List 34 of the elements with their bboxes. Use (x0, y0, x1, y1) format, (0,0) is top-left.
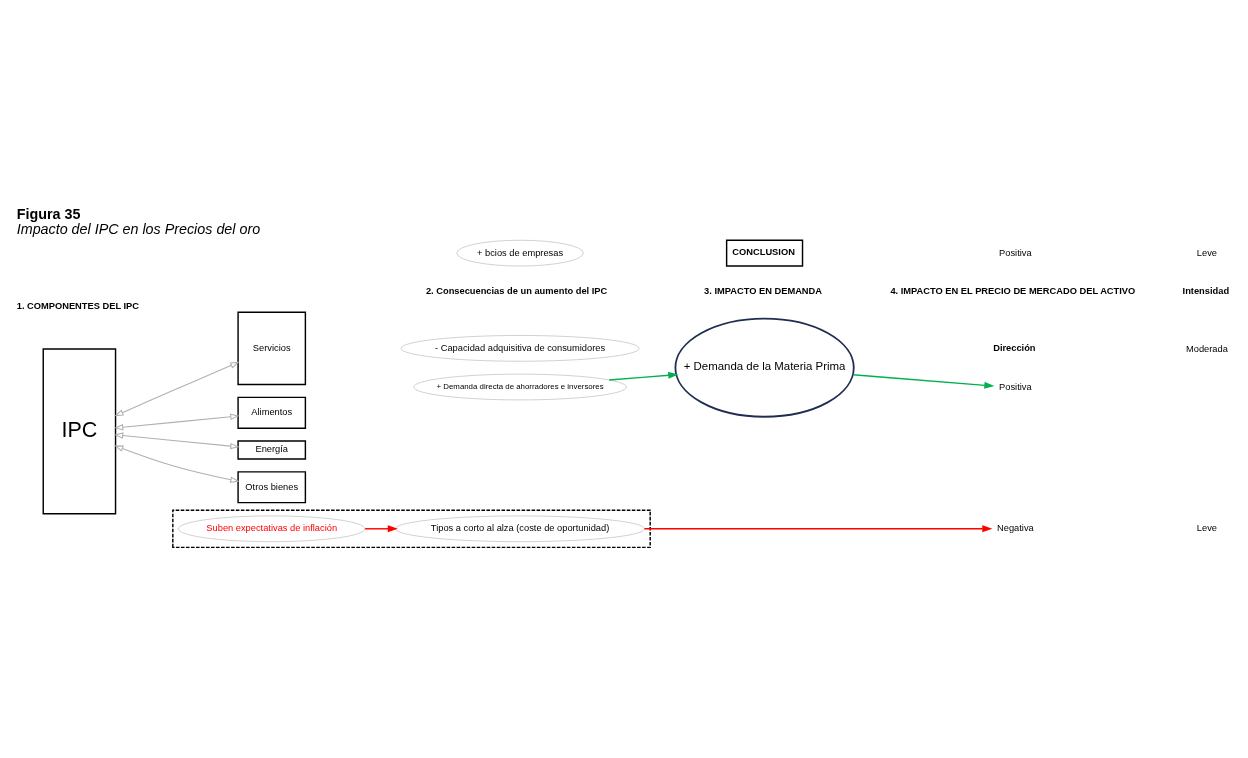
arrow (113, 431, 240, 449)
arrow (114, 361, 240, 416)
label: Leve (1196, 247, 1217, 258)
arrow (364, 524, 398, 532)
label: Moderada (1185, 343, 1228, 353)
label: CONCLUSION (732, 246, 795, 257)
diagram-title: Figura 35 (16, 205, 81, 222)
node-text: Positiva (999, 381, 1032, 392)
label: 2. Consecuencias de un aumento del IPC (425, 285, 608, 296)
node-ellipse: Tipos a corto al alza (coste de oportunidad) (395, 515, 645, 542)
node-box: Servicios (237, 310, 307, 385)
arrow (114, 444, 240, 483)
node-box: Otros bienes (237, 470, 307, 503)
label: 3. IMPACTO EN DEMANDA (704, 285, 823, 296)
label: 4. IMPACTO EN EL PRECIO DE MERCADO DEL ACTIVO (890, 285, 1136, 296)
node-ellipse: + bcios de empresas (456, 239, 584, 266)
node-box: IPC (42, 347, 117, 514)
node-ellipse: - Capacidad adquisitiva de consumidores (400, 334, 640, 362)
arrow (643, 524, 993, 532)
arrow (852, 373, 995, 389)
node-ellipse: + Demanda directa de ahorradores e inversores (413, 373, 627, 400)
arrow (608, 371, 679, 381)
node-ellipse: + Demanda de la Materia Prima (674, 317, 855, 418)
label: Dirección (993, 342, 1036, 353)
label: 1. COMPONENTES DEL IPC (16, 300, 139, 311)
label: Intensidad (1182, 285, 1230, 296)
arrow (113, 413, 240, 430)
label: Leve (1196, 522, 1217, 533)
cluster (172, 508, 651, 548)
node-text: Negativa (997, 522, 1034, 533)
node-ellipse: Suben expectativas de inflación (178, 515, 366, 542)
node-box: Alimentos (237, 396, 307, 429)
node-box: Energía (237, 439, 307, 460)
label: Positiva (999, 247, 1032, 258)
